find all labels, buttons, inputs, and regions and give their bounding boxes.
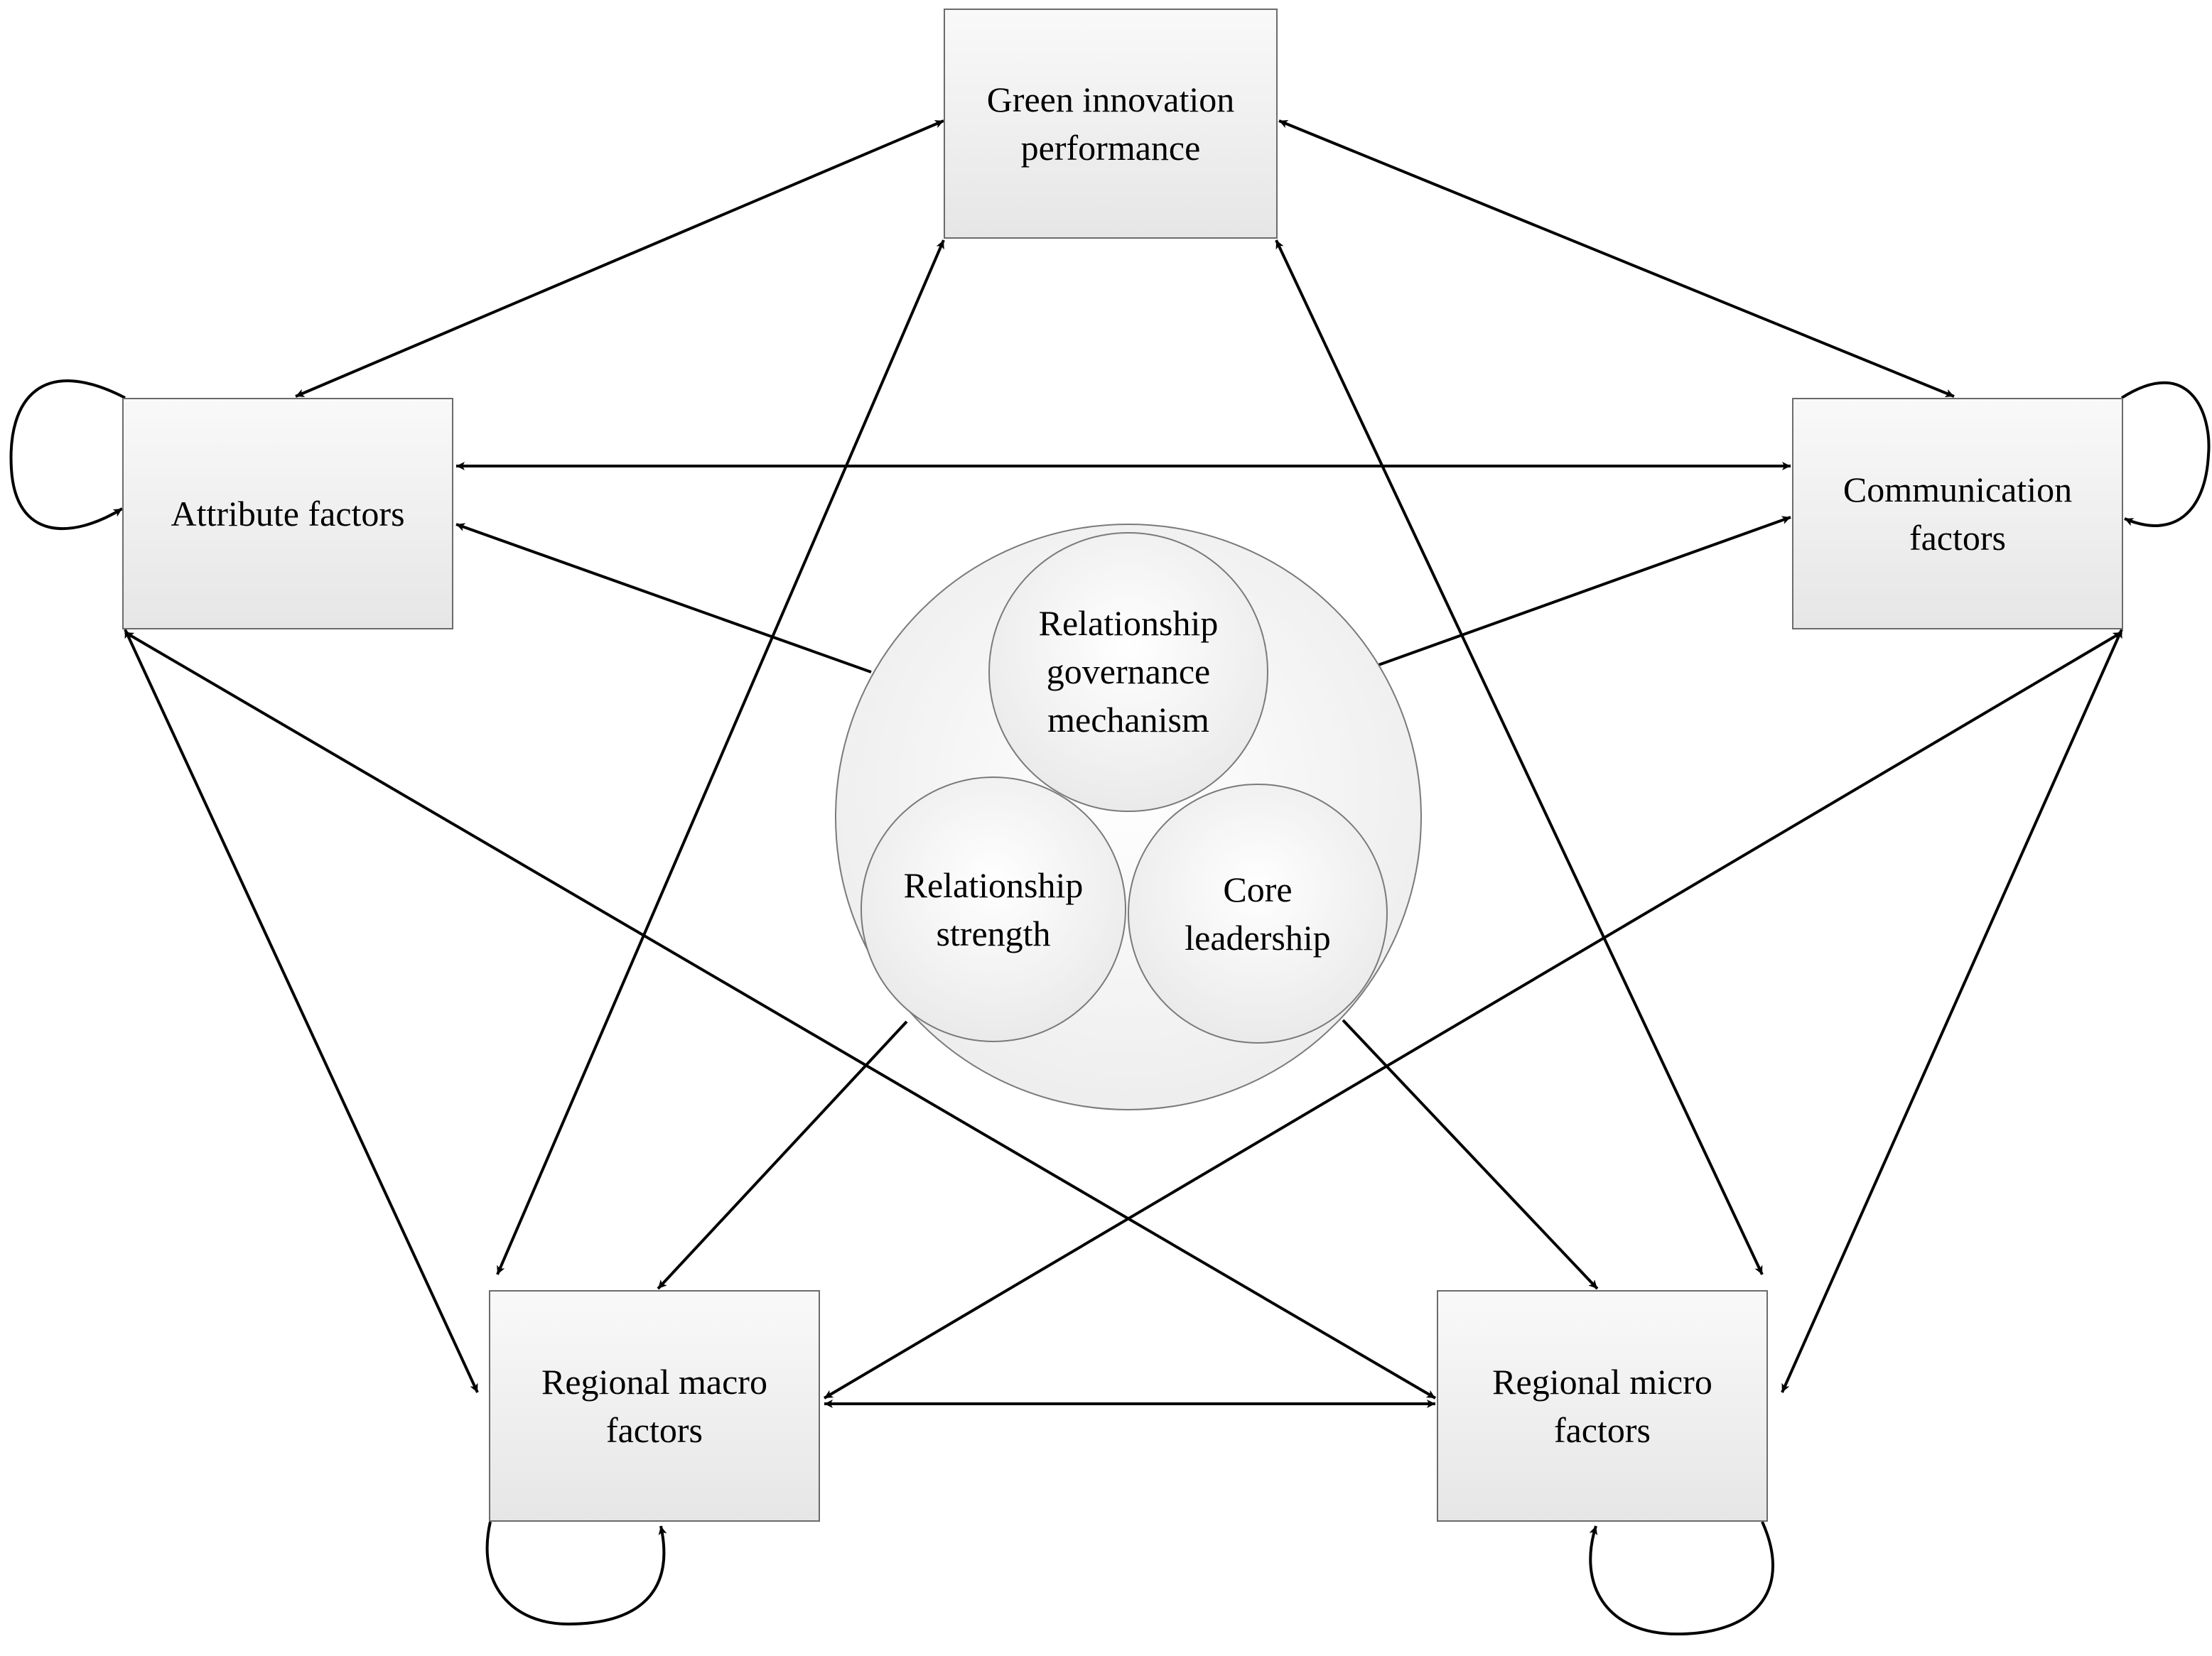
node-attribute-factors: Attribute factors <box>122 398 453 629</box>
edge-center-to-regional-micro <box>1342 1019 1599 1290</box>
edge-center-to-attribute <box>455 523 872 673</box>
edge-attribute-green-innovation <box>295 119 944 398</box>
strength-circle <box>860 776 1126 1042</box>
center-circle-group <box>835 524 1422 1110</box>
self-loop-regional-micro <box>1589 1521 1774 1636</box>
edge-communication-regional-micro <box>1781 629 2123 1393</box>
node-green-innovation-performance: Green innovation performance <box>944 9 1278 239</box>
edge-attribute-regional-macro <box>124 629 479 1393</box>
leadership-circle <box>1128 784 1388 1044</box>
node-regional-micro-factors: Regional micro factors <box>1437 1290 1768 1522</box>
label-relationship-strength: Relationship strength <box>903 865 1084 953</box>
edge-green-innovation-communication <box>1278 119 1955 398</box>
node-regional-macro-factors: Regional macro factors <box>489 1290 820 1522</box>
edge-center-to-regional-macro <box>657 1020 908 1290</box>
self-loop-attribute <box>9 379 126 531</box>
edge-communication-regional-macro <box>823 631 2123 1400</box>
label-relationship-governance-mechanism: Relationship governance mechanism <box>1038 603 1219 740</box>
governance-circle <box>988 532 1268 812</box>
edge-center-to-communication <box>1378 516 1791 666</box>
node-communication-factors: Communication factors <box>1792 398 2123 629</box>
self-loop-regional-macro <box>485 1521 667 1626</box>
label-core-leadership: Core leadership <box>1185 870 1331 958</box>
self-loop-communication <box>2120 381 2211 527</box>
edge-layer <box>9 119 2211 1636</box>
